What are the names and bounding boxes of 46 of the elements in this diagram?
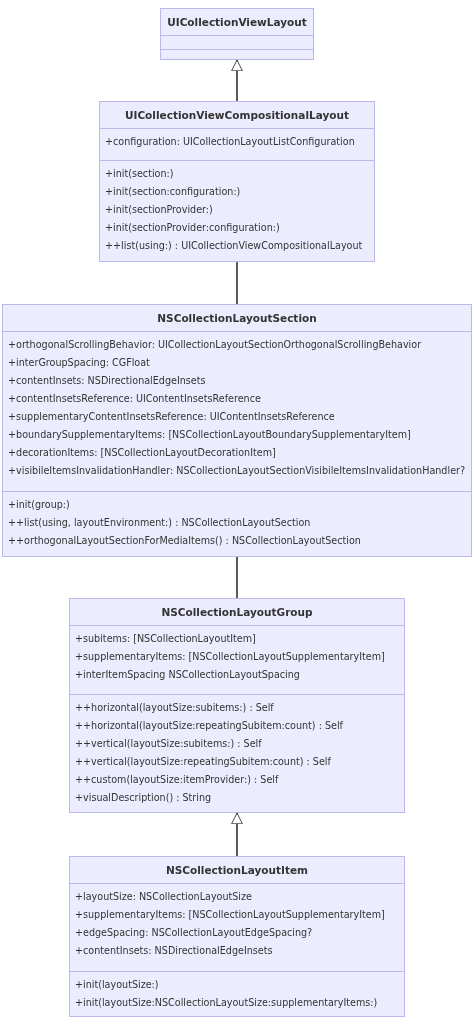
member-text: +contentInsets: NSDirectionalEdgeInsets (75, 944, 273, 958)
member-text: +init(layoutSize:) (75, 978, 159, 992)
class-name: NSCollectionLayoutSection (156, 311, 318, 326)
member-text: +subitems: [NSCollectionLayoutItem] (75, 632, 256, 646)
member-text: ++horizontal(layoutSize:repeatingSubitem:count) : Self (75, 719, 343, 733)
member-text: +supplementaryItems: [NSCollectionLayoutSupplementaryItem] (75, 908, 385, 922)
member-text: ++list(using, layoutEnvironment:) : NSCollectionLayoutSection (8, 516, 311, 530)
class-name: UICollectionViewCompositionalLayout (124, 108, 350, 123)
member-text: +visibileItemsInvalidationHandler: NSCollectionLayoutSectionVisibileItemsInvalidationHandler? (8, 464, 466, 478)
member-text: ++orthogonalLayoutSectionForMediaItems() : NSCollectionLayoutSection (8, 534, 361, 548)
class-box (160, 8, 314, 60)
class-box (69, 598, 405, 813)
inheritance-arrow (231, 59, 243, 102)
member-text: +visualDescription() : String (75, 791, 212, 805)
member-text: ++horizontal(layoutSize:subitems:) : Self (75, 701, 274, 715)
member-text: ++custom(layoutSize:itemProvider:) : Self (75, 773, 279, 787)
member-text: +contentInsetsReference: UIContentInsetsReference (8, 392, 261, 406)
member-text: +interItemSpacing NSCollectionLayoutSpacing (75, 668, 300, 682)
member-text: +init(section:) (105, 167, 174, 181)
member-text: +init(layoutSize:NSCollectionLayoutSize:supplementaryItems:) (75, 996, 378, 1010)
member-text: +edgeSpacing: NSCollectionLayoutEdgeSpacing? (75, 926, 313, 940)
association-line (236, 261, 238, 305)
class-box (99, 101, 375, 262)
member-text: +interGroupSpacing: CGFloat (8, 356, 150, 370)
member-text: +init(sectionProvider:) (105, 203, 213, 217)
member-text: +orthogonalScrollingBehavior: UICollectionLayoutSectionOrthogonalScrollingBehavior (8, 338, 422, 352)
member-text: ++list(using:) : UICollectionViewCompositionalLayout (105, 239, 363, 253)
member-text: +configuration: UICollectionLayoutListConfiguration (105, 135, 355, 149)
member-text: +contentInsets: NSDirectionalEdgeInsets (8, 374, 206, 388)
inheritance-arrow (231, 812, 243, 857)
class-box (69, 856, 405, 1017)
member-text: +boundarySupplementaryItems: [NSCollectionLayoutBoundarySupplementaryItem] (8, 428, 411, 442)
class-name: NSCollectionLayoutItem (164, 863, 310, 878)
class-name: UICollectionViewLayout (166, 15, 308, 30)
member-text: +init(sectionProvider:configuration:) (105, 221, 280, 235)
member-text: ++vertical(layoutSize:subitems:) : Self (75, 737, 262, 751)
association-line (236, 556, 238, 599)
class-name: NSCollectionLayoutGroup (160, 605, 314, 620)
member-text: +init(group:) (8, 498, 70, 512)
member-text: ++vertical(layoutSize:repeatingSubitem:count) : Self (75, 755, 331, 769)
member-text: +supplementaryItems: [NSCollectionLayoutSupplementaryItem] (75, 650, 385, 664)
member-text: +decorationItems: [NSCollectionLayoutDecorationItem] (8, 446, 276, 460)
member-text: +init(section:configuration:) (105, 185, 241, 199)
class-box (2, 304, 472, 557)
member-text: +supplementaryContentInsetsReference: UIContentInsetsReference (8, 410, 335, 424)
member-text: +layoutSize: NSCollectionLayoutSize (75, 890, 252, 904)
